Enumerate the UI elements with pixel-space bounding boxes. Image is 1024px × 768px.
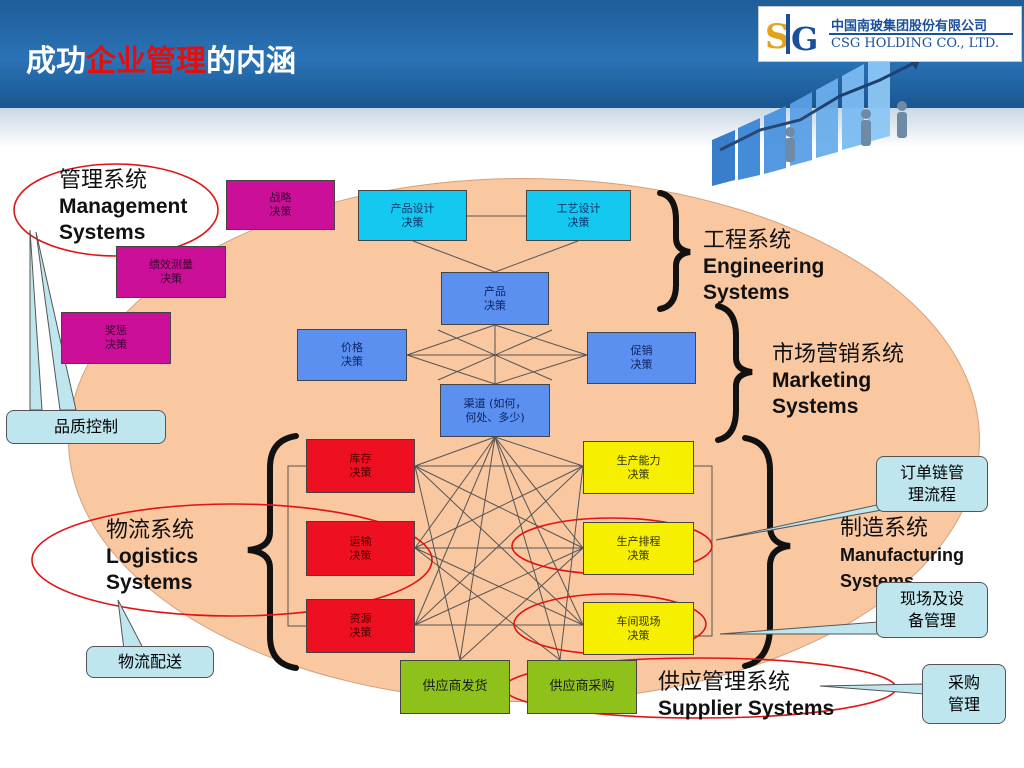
product-design-box: 产品设计 决策: [358, 190, 467, 241]
csg-logo-icon: S G: [765, 14, 818, 58]
procurement-callout: 采购 管理: [922, 664, 1006, 724]
engineering-brace: [657, 190, 691, 312]
logo-divider: [829, 33, 1013, 35]
supplier-system-label: 供应管理系统 Supplier Systems: [658, 670, 834, 722]
engineering-system-en-2: Systems: [703, 281, 790, 304]
management-system-en-2: Systems: [59, 221, 146, 244]
scheduling-decision-box: 生产排程 决策: [583, 522, 694, 575]
title-highlight: 企业管理: [86, 44, 206, 79]
callout-pointers: [29, 229, 925, 695]
management-system-en-1: Management: [59, 195, 188, 218]
title-prefix: 成功: [26, 44, 86, 79]
header-graphic: [712, 52, 921, 186]
marketing-system-en-1: Marketing: [772, 369, 872, 392]
logistics-brace: [247, 433, 299, 671]
svg-text:S: S: [765, 17, 790, 57]
price-decision-box: 价格 决策: [297, 329, 407, 381]
svg-text:G: G: [791, 20, 818, 58]
management-system-cn: 管理系统: [59, 168, 148, 193]
manufacturing-system-en-1: Manufacturing: [840, 545, 964, 565]
performance-decision-box: 绩效测量 决策: [116, 246, 226, 298]
page-title: 成功企业管理的内涵: [26, 36, 296, 80]
logistics-system-en-2: Systems: [106, 571, 193, 594]
marketing-system-cn: 市场营销系统: [772, 342, 905, 367]
manufacturing-system-label: 制造系统 Manufacturing Systems: [840, 516, 964, 594]
order-chain-callout: 订单链管 理流程: [876, 456, 988, 512]
logistics-system-label: 物流系统 Logistics Systems: [106, 518, 198, 596]
marketing-system-en-2: Systems: [772, 395, 859, 418]
inventory-decision-box: 库存 决策: [306, 439, 415, 493]
logistics-highlight: [31, 503, 433, 617]
braces: [247, 190, 791, 671]
promotion-decision-box: 促销 决策: [587, 332, 696, 384]
product-decision-box: 产品 决策: [441, 272, 549, 325]
strategy-decision-box: 战略 决策: [226, 180, 335, 230]
supplier-delivery-box: 供应商发货: [400, 660, 510, 714]
engineering-system-cn: 工程系统: [703, 228, 792, 253]
logistics-distribution-callout: 物流配送: [86, 646, 214, 678]
equipment-pointer: [719, 621, 879, 635]
manufacturing-system-cn: 制造系统: [840, 516, 929, 541]
company-name-en: CSG HOLDING CO., LTD.: [831, 36, 1000, 51]
connector-lines: [287, 215, 713, 661]
engineering-system-label: 工程系统 Engineering Systems: [703, 228, 824, 306]
engineering-system-en-1: Engineering: [703, 255, 825, 278]
channel-decision-box: 渠道 (如何， 何处、多少): [440, 384, 550, 437]
supplier-purchase-box: 供应商采购: [527, 660, 637, 714]
company-logo: S G 中国南玻集团股份有限公司 CSG HOLDING CO., LTD.: [758, 6, 1022, 62]
quality-control-callout: 品质控制: [6, 410, 166, 444]
supplier-system-cn: 供应管理系统: [658, 670, 791, 695]
transport-decision-box: 运输 决策: [306, 521, 415, 576]
process-design-box: 工艺设计 决策: [526, 190, 631, 241]
capacity-decision-box: 生产能力 决策: [583, 441, 694, 494]
resource-decision-box: 资源 决策: [306, 599, 415, 653]
manufacturing-brace: [742, 435, 791, 669]
logistics-system-en-1: Logistics: [106, 545, 199, 568]
distribution-pointer: [117, 599, 145, 651]
procurement-pointer: [819, 683, 925, 695]
marketing-brace: [715, 303, 753, 443]
logistics-system-cn: 物流系统: [106, 518, 195, 543]
management-system-label: 管理系统 Management Systems: [59, 168, 187, 246]
people-graphic: [785, 101, 907, 162]
shopfloor-decision-box: 车间现场 决策: [583, 602, 694, 655]
bar-chart-graphic: [712, 52, 921, 186]
supplier-system-en: Supplier Systems: [658, 697, 835, 720]
reward-decision-box: 奖惩 决策: [61, 312, 171, 364]
title-suffix: 的内涵: [206, 44, 296, 79]
site-equipment-callout: 现场及设 备管理: [876, 582, 988, 638]
company-name-cn: 中国南玻集团股份有限公司: [831, 19, 988, 34]
marketing-system-label: 市场营销系统 Marketing Systems: [772, 342, 904, 420]
